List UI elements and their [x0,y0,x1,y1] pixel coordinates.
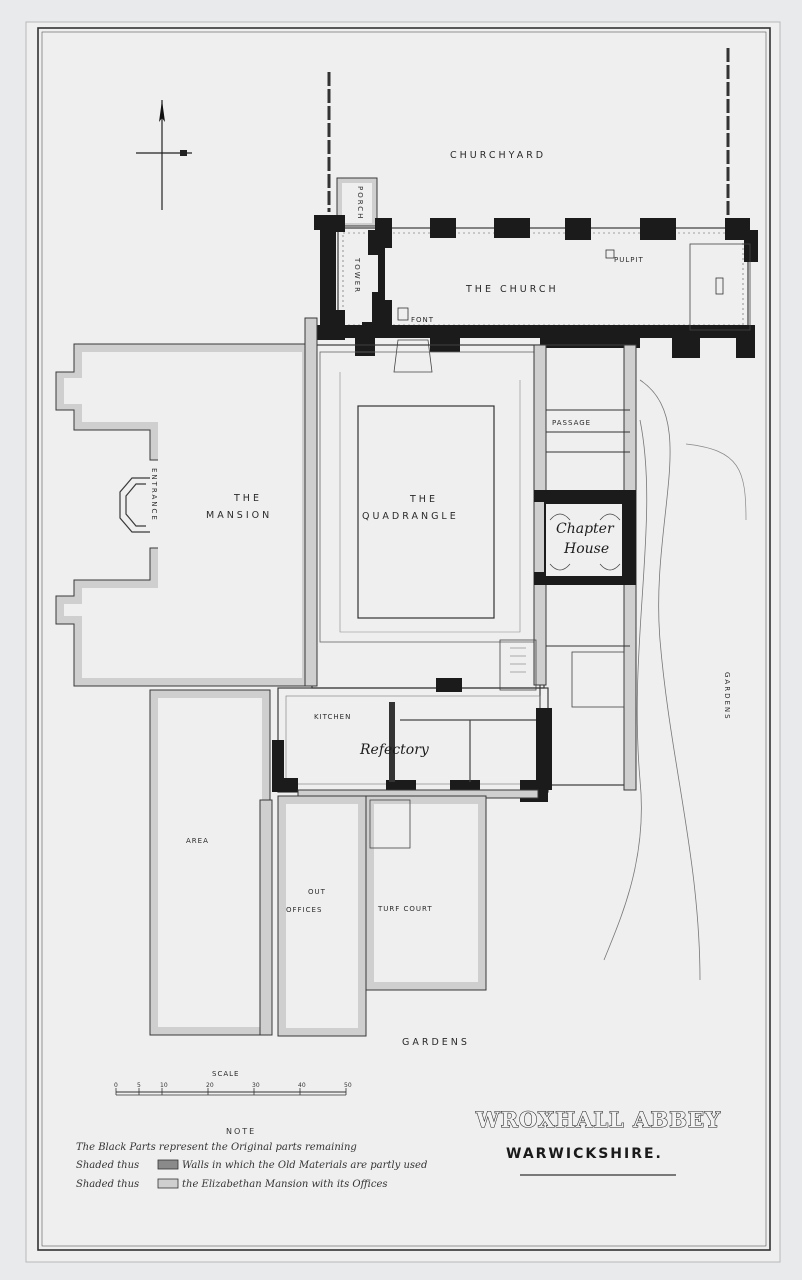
out-offices-label-1: OUT [308,888,326,896]
east-range-plan [499,344,637,791]
scale-tick-label: 40 [298,1082,306,1089]
note-line-3-prefix: Shaded thus [76,1179,139,1190]
scale-tick-label: 0 [114,1082,118,1089]
scale-tick-label: 20 [206,1082,214,1089]
entrance-label: ENTRANCE [150,468,158,522]
scale-bar: SCALE 0 5 10 20 30 40 50 [114,1070,352,1096]
mansion-label-2: MANSION [206,510,272,521]
title-block: WROXHALL ABBEY WARWICKSHIRE. [474,1106,721,1176]
scale-tick-label: 30 [252,1082,260,1089]
plate-border [37,27,771,1251]
note-heading: NOTE [226,1127,256,1136]
pulpit-label: PULPIT [614,256,644,264]
refectory-label: Refectory [359,742,430,758]
mansion-plan [55,343,311,687]
note-line-3-text: the Elizabethan Mansion with its Offices [182,1179,388,1190]
chapter-house-label-2: House [563,541,609,557]
offices-plan [149,689,487,1037]
font-label: FONT [411,316,434,324]
porch-label: PORCH [356,186,364,220]
legend-note: NOTE The Black Parts represent the Origi… [76,1127,427,1190]
church-label: THE CHURCH [465,284,559,295]
mansion-label-1: THE [233,493,262,504]
quadrangle-label-2: QUADRANGLE [362,511,459,522]
chapter-house-label-1: Chapter [556,521,615,537]
gardens-right-label: GARDENS [723,672,731,721]
note-line-2-text: Walls in which the Old Materials are par… [182,1160,427,1171]
scale-tick-label: 10 [160,1082,168,1089]
area-label: AREA [186,837,209,845]
refectory-plan [272,678,552,802]
churchyard-label: CHURCHYARD [450,150,546,161]
scale-label: SCALE [212,1070,239,1078]
title-main: WROXHALL ABBEY [475,1107,721,1132]
note-line-2-prefix: Shaded thus [76,1160,139,1171]
out-offices-label-2: OFFICES [286,906,322,914]
tower-label: TOWER [353,257,361,294]
passage-label: PASSAGE [552,419,591,427]
compass-icon [136,100,192,210]
kitchen-label: KITCHEN [314,713,351,721]
old-materials-swatch [157,1159,179,1170]
title-sub: WARWICKSHIRE. [506,1146,663,1162]
quadrangle-label-1: THE [409,494,438,505]
scale-tick-label: 50 [344,1082,352,1089]
scale-tick-label: 5 [137,1082,141,1089]
elizabethan-swatch [157,1178,179,1189]
church-plan [314,177,758,373]
turf-court-label: TURF COURT [377,905,433,913]
gardens-bottom-label: GARDENS [402,1037,470,1048]
note-line-1: The Black Parts represent the Original p… [76,1142,357,1153]
plate-border-inner [41,31,767,1247]
